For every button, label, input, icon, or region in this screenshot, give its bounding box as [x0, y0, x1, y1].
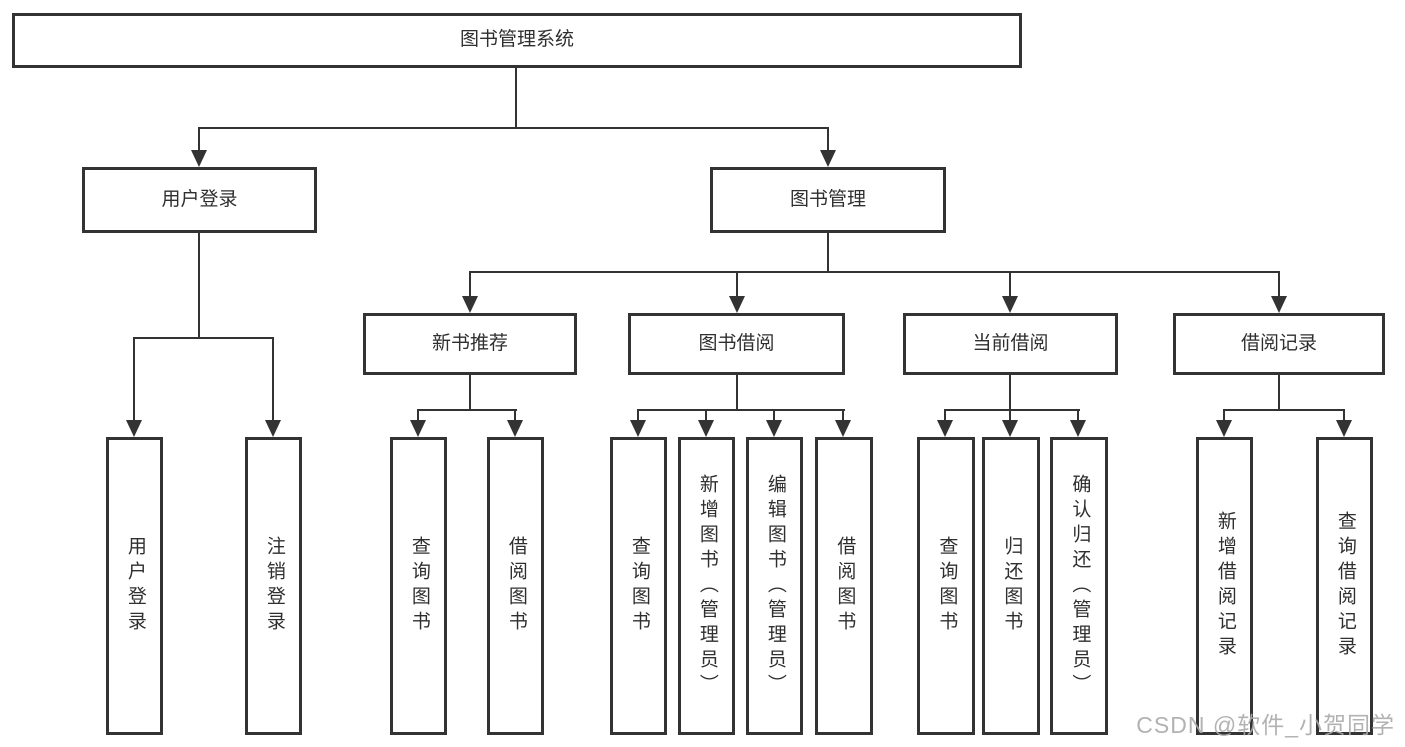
leaf-user-login: 用户登录: [106, 437, 163, 735]
connector-line: [417, 409, 419, 421]
arrowhead-down-icon: [191, 150, 207, 167]
arrowhead-down-icon: [820, 150, 836, 167]
connector-line: [1223, 409, 1345, 411]
node-library-system: 图书管理系统: [12, 13, 1022, 68]
arrowhead-down-icon: [1216, 420, 1232, 437]
arrowhead-down-icon: [265, 420, 281, 437]
connector-line: [637, 409, 845, 411]
arrowhead-down-icon: [507, 420, 523, 437]
leaf-logout: 注销登录: [245, 437, 302, 735]
arrowhead-down-icon: [766, 420, 782, 437]
arrowhead-down-icon: [1336, 420, 1352, 437]
connector-line: [469, 271, 1280, 273]
leaf-query-borrow-record: 查询借阅记录: [1316, 437, 1373, 735]
csdn-watermark: CSDN @软件_小贺同学: [1136, 712, 1395, 738]
connector-line: [1009, 375, 1011, 421]
leaf-query-books-borrow: 查询图书: [610, 437, 667, 735]
connector-line: [736, 271, 738, 297]
connector-line: [198, 127, 829, 129]
connector-line: [272, 337, 274, 421]
arrowhead-down-icon: [1002, 420, 1018, 437]
node-new-book-recommend: 新书推荐: [363, 313, 577, 375]
connector-line: [1343, 409, 1345, 421]
connector-line: [1278, 271, 1280, 297]
connector-line: [198, 127, 200, 153]
arrowhead-down-icon: [698, 420, 714, 437]
connector-line: [637, 409, 639, 421]
leaf-borrow-books-recommend: 借阅图书: [487, 437, 544, 735]
connector-line: [705, 409, 707, 421]
connector-line: [469, 271, 471, 297]
arrowhead-down-icon: [1002, 296, 1018, 313]
connector-line: [736, 375, 738, 409]
connector-line: [1077, 409, 1079, 421]
connector-line: [515, 68, 517, 127]
node-book-management: 图书管理: [710, 167, 946, 233]
connector-line: [827, 127, 829, 153]
arrowhead-down-icon: [630, 420, 646, 437]
leaf-return-books: 归还图书: [982, 437, 1040, 735]
connector-line: [773, 409, 775, 421]
leaf-add-borrow-record: 新增借阅记录: [1196, 437, 1253, 735]
leaf-query-books-recommend: 查询图书: [390, 437, 447, 735]
node-user-login: 用户登录: [82, 167, 317, 233]
arrowhead-down-icon: [937, 420, 953, 437]
leaf-confirm-return-admin: 确认归还（管理员）: [1050, 437, 1108, 735]
connector-line: [842, 409, 844, 421]
node-current-borrow: 当前借阅: [903, 313, 1118, 375]
connector-line: [133, 337, 135, 421]
connector-line: [469, 375, 471, 409]
connector-line: [133, 337, 274, 339]
leaf-query-books-current: 查询图书: [917, 437, 975, 735]
leaf-borrow-books: 借阅图书: [815, 437, 873, 735]
connector-line: [944, 409, 1080, 411]
connector-line: [827, 233, 829, 271]
arrowhead-down-icon: [126, 420, 142, 437]
leaf-add-book-admin: 新增图书（管理员）: [678, 437, 735, 735]
connector-line: [1223, 409, 1225, 421]
node-borrow-records: 借阅记录: [1173, 313, 1385, 375]
arrowhead-down-icon: [410, 420, 426, 437]
arrowhead-down-icon: [835, 420, 851, 437]
leaf-edit-book-admin: 编辑图书（管理员）: [746, 437, 803, 735]
arrowhead-down-icon: [462, 296, 478, 313]
arrowhead-down-icon: [1271, 296, 1287, 313]
arrowhead-down-icon: [729, 296, 745, 313]
node-book-borrow: 图书借阅: [628, 313, 845, 375]
connector-line: [944, 409, 946, 421]
arrowhead-down-icon: [1070, 420, 1086, 437]
connector-line: [1009, 271, 1011, 297]
connector-line: [1278, 375, 1280, 409]
connector-line: [198, 233, 200, 337]
connector-line: [514, 409, 516, 421]
connector-line: [417, 409, 517, 411]
